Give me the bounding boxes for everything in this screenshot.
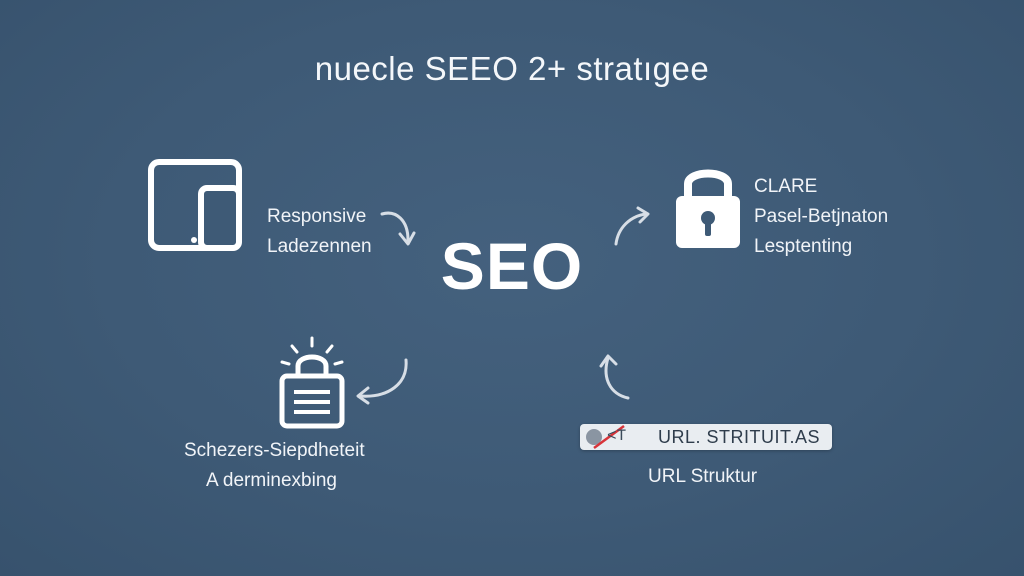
- diagram-title: nuecle SEEO 2+ stratıgee: [314, 50, 710, 87]
- center-label: SEO: [440, 229, 584, 303]
- url-tag: <T: [607, 427, 627, 445]
- curved-arrow-icon: [356, 358, 408, 405]
- node-top-left-line-1: Responsive: [267, 206, 367, 227]
- node-top-right-line-2: Pasel-Betjnaton: [754, 206, 889, 227]
- padlock-icon: [676, 169, 740, 248]
- curved-arrow-icon: [614, 206, 650, 246]
- slash-icon: [593, 424, 625, 450]
- node-bottom-left-line-1: Schezers-Siepdheteit: [184, 440, 365, 461]
- node-bottom-right-line-1: URL Struktur: [648, 466, 758, 487]
- globe-icon: [586, 429, 602, 445]
- node-top-right-line-3: Lesptenting: [754, 236, 853, 257]
- url-bar-icon: <T URL. STRITUIT.AS: [580, 424, 832, 450]
- url-text: URL. STRITUIT.AS: [658, 427, 821, 447]
- devices-icon: [148, 159, 242, 251]
- node-top-right-line-1: CLARE: [754, 176, 818, 197]
- node-top-left-line-2: Ladezennen: [267, 236, 372, 257]
- curved-arrow-icon: [380, 211, 416, 246]
- node-bottom-left-line-2: A derminexbing: [206, 470, 337, 491]
- curved-arrow-icon: [599, 354, 630, 400]
- document-bot-icon: [279, 336, 345, 429]
